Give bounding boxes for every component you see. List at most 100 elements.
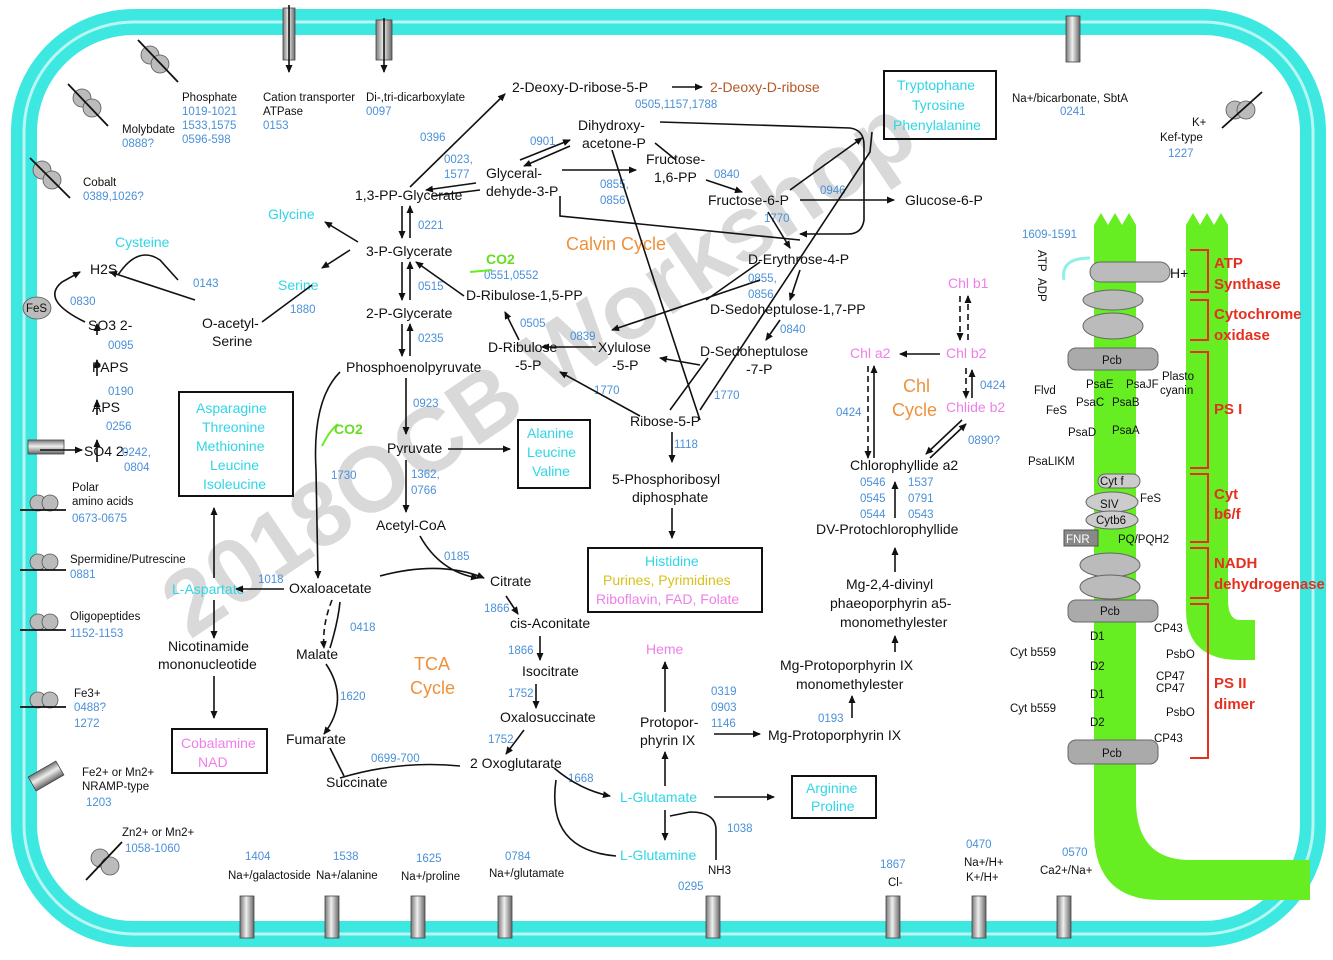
nmn-1: Nicotinamide — [168, 638, 249, 654]
tca-cycle: TCA Cycle CO2 Oxaloacetate 1018 L-Aspart… — [158, 421, 596, 790]
kef-label: Kef-type — [1160, 132, 1203, 144]
aromatic-box — [883, 70, 997, 140]
cobalamine: Cobalamine — [181, 735, 256, 751]
id-0424b: 0424 — [980, 380, 1006, 392]
dv-3: monomethylester — [840, 614, 948, 630]
id-1146: 1146 — [711, 718, 736, 730]
molybdate-id: 0888? — [122, 138, 154, 150]
f6p: Fructose-6-P — [708, 192, 789, 208]
pcb3-label: Pcb — [1102, 748, 1122, 760]
prpp-2: diphosphate — [632, 489, 709, 505]
id-0766: 0766 — [411, 485, 437, 497]
pg2: 2-P-Glycerate — [366, 305, 453, 321]
id-0424a: 0424 — [836, 407, 862, 419]
s7p-1: D-Sedoheptulose — [700, 343, 808, 359]
asn-4: Leucine — [210, 457, 259, 473]
id-0193: 0193 — [818, 713, 844, 725]
deoxy-id: 0505,1157,1788 — [635, 99, 717, 111]
nh3-label: NH3 — [708, 865, 731, 877]
id-1668: 1668 — [568, 773, 594, 785]
fumarate: Fumarate — [286, 731, 346, 747]
arginine: Arginine — [806, 780, 858, 796]
aromatic-2: Tyrosine — [912, 97, 965, 113]
protoporphyrin-1: Protopor- — [640, 714, 699, 730]
polar-label: Polar — [72, 482, 99, 494]
asn-5: Isoleucine — [203, 476, 266, 492]
sulfur-pathway: FeS H2S SO3 2- 0095 PAPS 0190 APS 0256 S… — [26, 206, 359, 474]
calvin-cycle: Calvin Cycle 0023, 1577 Glyceral- dehyde… — [415, 117, 983, 539]
dv-2: phaeoporphyrin a5- — [830, 595, 952, 611]
oxaloacetate: Oxaloacetate — [289, 580, 372, 596]
succinate: Succinate — [326, 774, 388, 790]
id-1866a: 1866 — [484, 603, 510, 615]
alanine-box — [517, 419, 591, 489]
nh3-id: 0295 — [678, 881, 704, 893]
phosphate-id2: 1533,1575 — [182, 120, 236, 132]
xu5p-2: -5-P — [612, 357, 638, 373]
id-0319: 0319 — [711, 686, 737, 698]
aps-id: 0256 — [106, 421, 132, 433]
id-0901: 0901 — [530, 136, 556, 148]
cytb559a-label: Cyt b559 — [1010, 647, 1056, 659]
id-0903: 0903 — [711, 702, 737, 714]
nadh-2: dehydrogenase — [1214, 576, 1325, 593]
fbp-2: 1,6-PP — [654, 169, 697, 185]
mg-proto-me-1: Mg-Protoporphyrin IX — [780, 657, 914, 673]
psab-label: PsaB — [1112, 397, 1140, 409]
aspartate: L-Aspartate — [172, 581, 245, 597]
co2-a: CO2 — [486, 251, 515, 267]
r5p: Ribose-5-P — [630, 413, 700, 429]
cobalamine-box — [171, 728, 268, 774]
cyt-oxidase-1: Cytochrome — [1214, 306, 1302, 323]
id-1577: 1577 — [444, 169, 470, 181]
oacetyl-serine-1: O-acetyl- — [202, 315, 259, 331]
fe2-label-2: NRAMP-type — [82, 781, 149, 793]
id-0856b: 0856 — [748, 289, 774, 301]
fe3-id2: 1272 — [74, 718, 100, 730]
id-1866b: 1866 — [508, 645, 534, 657]
dicarb-id: 0097 — [366, 106, 392, 118]
citrate: Citrate — [490, 573, 531, 589]
hplus-label: H+ — [1170, 265, 1188, 281]
id-0830: 0830 — [70, 296, 96, 308]
id-0221: 0221 — [418, 220, 444, 232]
pep: Phosphoenolpyruvate — [346, 359, 482, 375]
pyruvate: Pyruvate — [387, 440, 442, 456]
oxoglutarate: 2 Oxoglutarate — [470, 755, 562, 771]
fe2-id: 1203 — [86, 797, 112, 809]
phosphate-id1: 1019-1021 — [182, 106, 237, 118]
id-1770a: 1770 — [764, 213, 790, 225]
so4-id1: 0242, — [122, 447, 151, 459]
naglu-label: Na+/glutamate — [489, 868, 564, 880]
id-0699: 0699-700 — [371, 753, 420, 765]
id-0791: 0791 — [908, 493, 934, 505]
zn-id: 1058-1060 — [125, 843, 180, 855]
h2s: H2S — [90, 261, 117, 277]
spermidine-id: 0881 — [70, 569, 96, 581]
co2-b: CO2 — [334, 421, 363, 437]
id-0890: 0890? — [968, 435, 1000, 447]
histidine: Histidine — [645, 553, 699, 569]
cell-membrane — [11, 9, 1326, 947]
psbob-label: PsbO — [1166, 707, 1195, 719]
sbp: D-Sedoheptulose-1,7-PP — [710, 301, 866, 317]
mg-proto-me-2: monomethylester — [796, 676, 904, 692]
chl-b2: Chl b2 — [946, 345, 987, 361]
so3-id: 0095 — [108, 340, 134, 352]
dicarb-label: Di-,tri-dicarboxylate — [366, 92, 465, 104]
dhap-2: acetone-P — [582, 135, 646, 151]
fe2-label: Fe2+ or Mn2+ — [82, 767, 155, 779]
asn-3: Methionine — [196, 438, 265, 454]
id-0946: 0946 — [820, 185, 846, 197]
fes-label: FeS — [26, 303, 47, 315]
ca-id: 0570 — [1062, 847, 1088, 859]
id-0235: 0235 — [418, 333, 444, 345]
arginine-box — [791, 775, 877, 819]
glycolysis-pathway: 2-Deoxy-D-ribose-5-P 2-Deoxy-D-ribose 05… — [314, 79, 820, 581]
b6f-1: Cyt — [1214, 486, 1238, 503]
malate: Malate — [296, 646, 338, 662]
gap-2: dehyde-3-P — [486, 183, 558, 199]
flvd-label: Flvd — [1034, 385, 1056, 397]
nah-label: Na+/H+ — [964, 857, 1004, 869]
